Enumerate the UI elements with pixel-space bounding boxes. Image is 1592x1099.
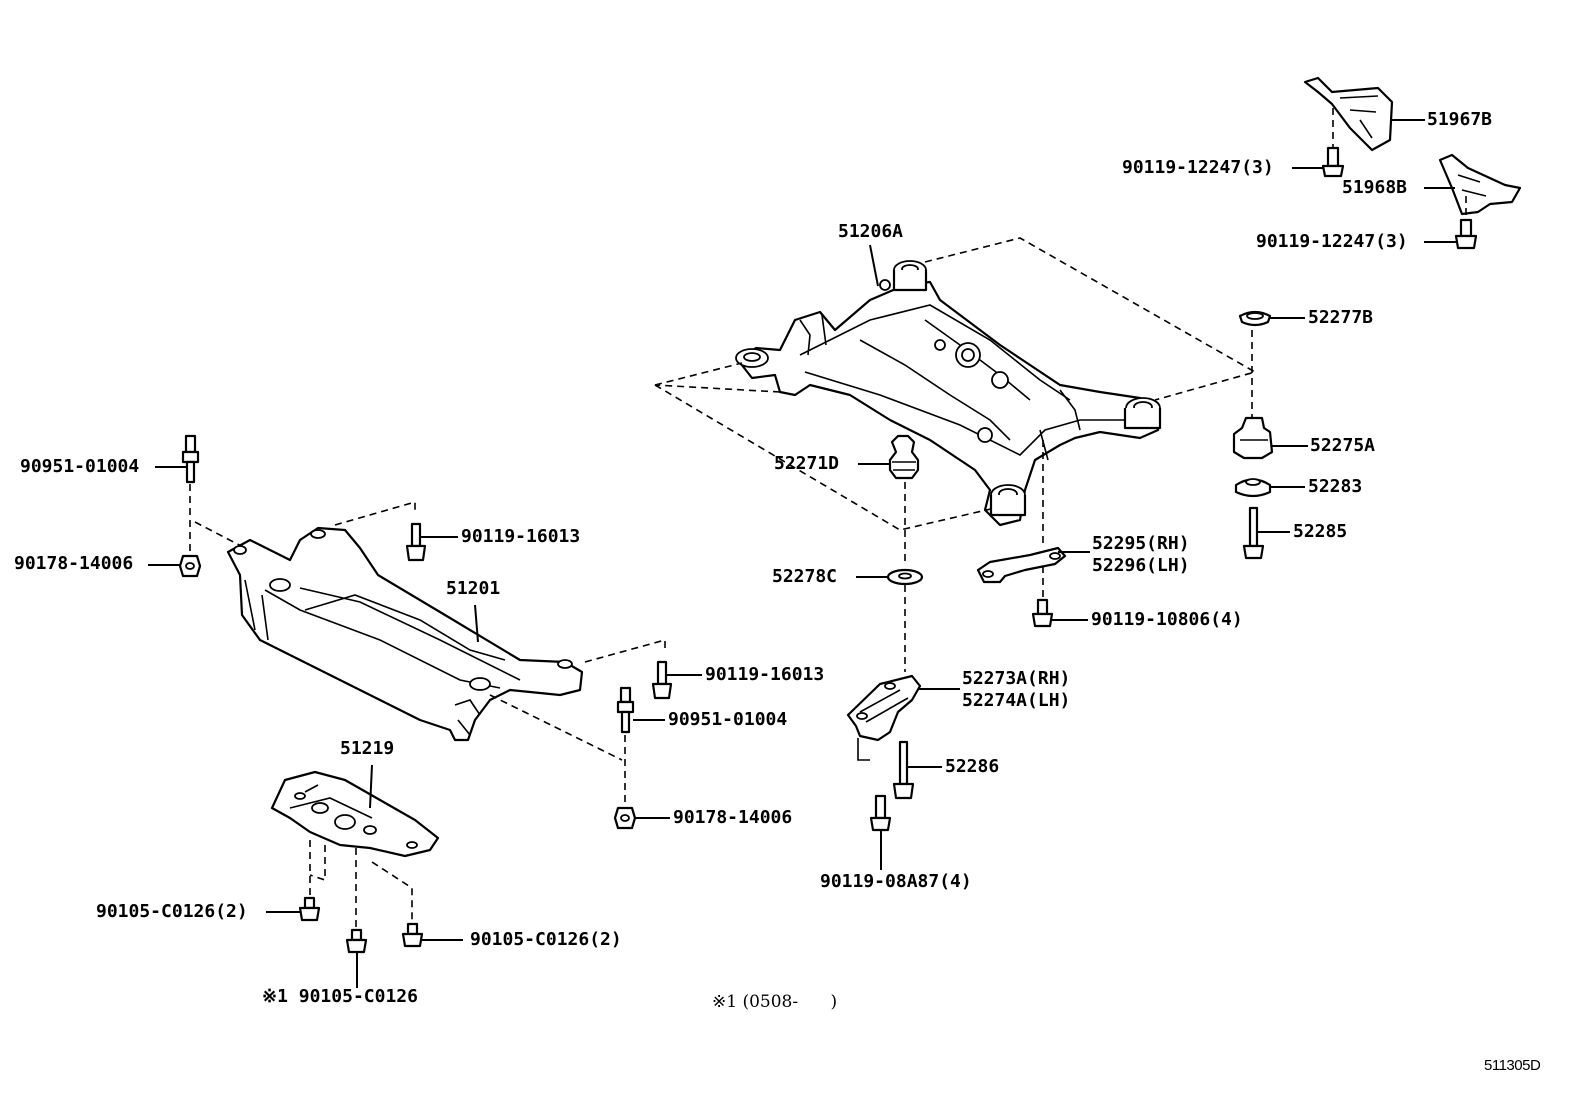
label-52296-lh: 52296(LH)	[1092, 555, 1190, 576]
label-51206a: 51206A	[838, 221, 904, 242]
label-90119-08a87: 90119-08A87(4)	[820, 871, 972, 892]
label-51968b: 51968B	[1342, 177, 1408, 198]
bolt-90119-16013-top	[405, 522, 427, 562]
nut-90119-08a87	[869, 794, 892, 832]
front-suspension-member-51201	[226, 526, 584, 742]
label-90951-01004-left: 90951-01004	[20, 456, 140, 477]
bolt-90119-16013-right	[651, 660, 673, 700]
cushion-52275a	[1232, 416, 1274, 460]
label-52275a: 52275A	[1310, 435, 1376, 456]
bracket-52295-52296	[976, 546, 1067, 584]
label-90105-c0126-note: ※1 90105-C0126	[262, 986, 418, 1007]
bracket-51967b	[1303, 76, 1394, 152]
label-90178-14006-right: 90178-14006	[673, 807, 793, 828]
rear-suspension-member-51206a	[735, 260, 1162, 527]
stud-90951-01004-right	[616, 686, 635, 734]
label-52271d: 52271D	[774, 453, 840, 474]
label-90951-01004-right: 90951-01004	[668, 709, 788, 730]
nut-90178-14006-right	[613, 806, 637, 830]
bolt-90119-12247-top	[1321, 146, 1345, 178]
diagram-code: 511305D	[1484, 1057, 1541, 1074]
nut-90178-14006-left	[178, 554, 202, 578]
label-90119-12247-top: 90119-12247(3)	[1122, 157, 1274, 178]
label-90119-16013-top: 90119-16013	[461, 526, 581, 547]
label-52283: 52283	[1308, 476, 1363, 497]
stud-90951-01004-left	[181, 434, 200, 484]
cushion-52283	[1234, 478, 1272, 498]
stopper-52271d	[888, 434, 920, 480]
bolt-90105-c0126-right	[401, 922, 424, 948]
label-90119-12247-bottom: 90119-12247(3)	[1256, 231, 1408, 252]
label-52295-rh: 52295(RH)	[1092, 533, 1190, 554]
bolt-52286	[892, 740, 915, 800]
label-52278c: 52278C	[772, 566, 838, 587]
label-90105-c0126-right: 90105-C0126(2)	[470, 929, 622, 950]
footnote: ※1 (0508- )	[712, 992, 838, 1012]
label-51201: 51201	[446, 578, 501, 599]
plate-51219	[270, 770, 440, 858]
bracket-51968b	[1438, 153, 1522, 216]
label-52286: 52286	[945, 756, 1000, 777]
label-51219: 51219	[340, 738, 395, 759]
label-52277b: 52277B	[1308, 307, 1374, 328]
bolt-90105-c0126-center	[345, 928, 368, 954]
bolt-90119-12247-bottom	[1454, 218, 1478, 250]
label-90105-c0126-left: 90105-C0126(2)	[96, 901, 248, 922]
label-52273a-rh: 52273A(RH)	[962, 668, 1071, 689]
bolt-52285	[1242, 506, 1265, 560]
label-51967b: 51967B	[1427, 109, 1493, 130]
label-90119-10806: 90119-10806(4)	[1091, 609, 1243, 630]
label-52285: 52285	[1293, 521, 1348, 542]
bracket-52273a-52274a	[846, 674, 922, 761]
label-52274a-lh: 52274A(LH)	[962, 690, 1071, 711]
label-90178-14006-left: 90178-14006	[14, 553, 134, 574]
bolt-90119-10806	[1031, 598, 1054, 628]
cushion-52277b	[1238, 310, 1272, 327]
cushion-52278c	[886, 568, 924, 586]
bolt-90105-c0126-left	[298, 896, 321, 922]
label-90119-16013-right: 90119-16013	[705, 664, 825, 685]
